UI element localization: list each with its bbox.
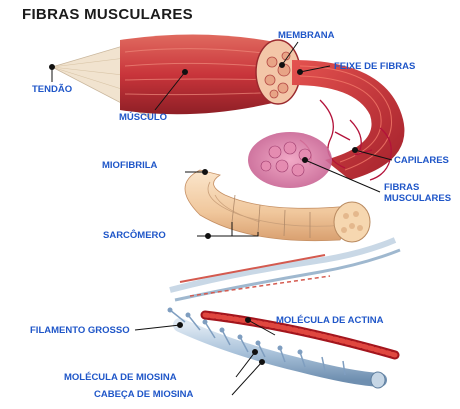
label-cabeca-de-miosina: CABEÇA DE MIOSINA <box>94 389 193 400</box>
muscle-fibers <box>248 132 332 188</box>
label-molecula-de-actina: MOLÉCULA DE ACTINA <box>276 315 383 326</box>
label-musculo: MÚSCULO <box>119 112 167 123</box>
label-membrana: MEMBRANA <box>278 30 334 41</box>
label-fibras-line2: MUSCULARES <box>384 193 451 204</box>
label-miofibrila: MIOFIBRILA <box>102 160 157 171</box>
muscle <box>120 34 300 114</box>
label-capilares: CAPILARES <box>394 155 449 166</box>
diagram-title: FIBRAS MUSCULARES <box>22 6 193 23</box>
filament-strand <box>170 240 400 300</box>
label-molecula-de-miosina: MOLÉCULA DE MIOSINA <box>64 372 177 383</box>
label-feixe-de-fibras: FEIXE DE FIBRAS <box>334 61 415 72</box>
label-fibras-line1: FIBRAS <box>384 182 419 193</box>
label-sarcomero: SARCÔMERO <box>103 230 166 241</box>
label-filamento-grosso: FILAMENTO GROSSO <box>30 325 130 336</box>
label-tendao: TENDÃO <box>32 84 72 95</box>
